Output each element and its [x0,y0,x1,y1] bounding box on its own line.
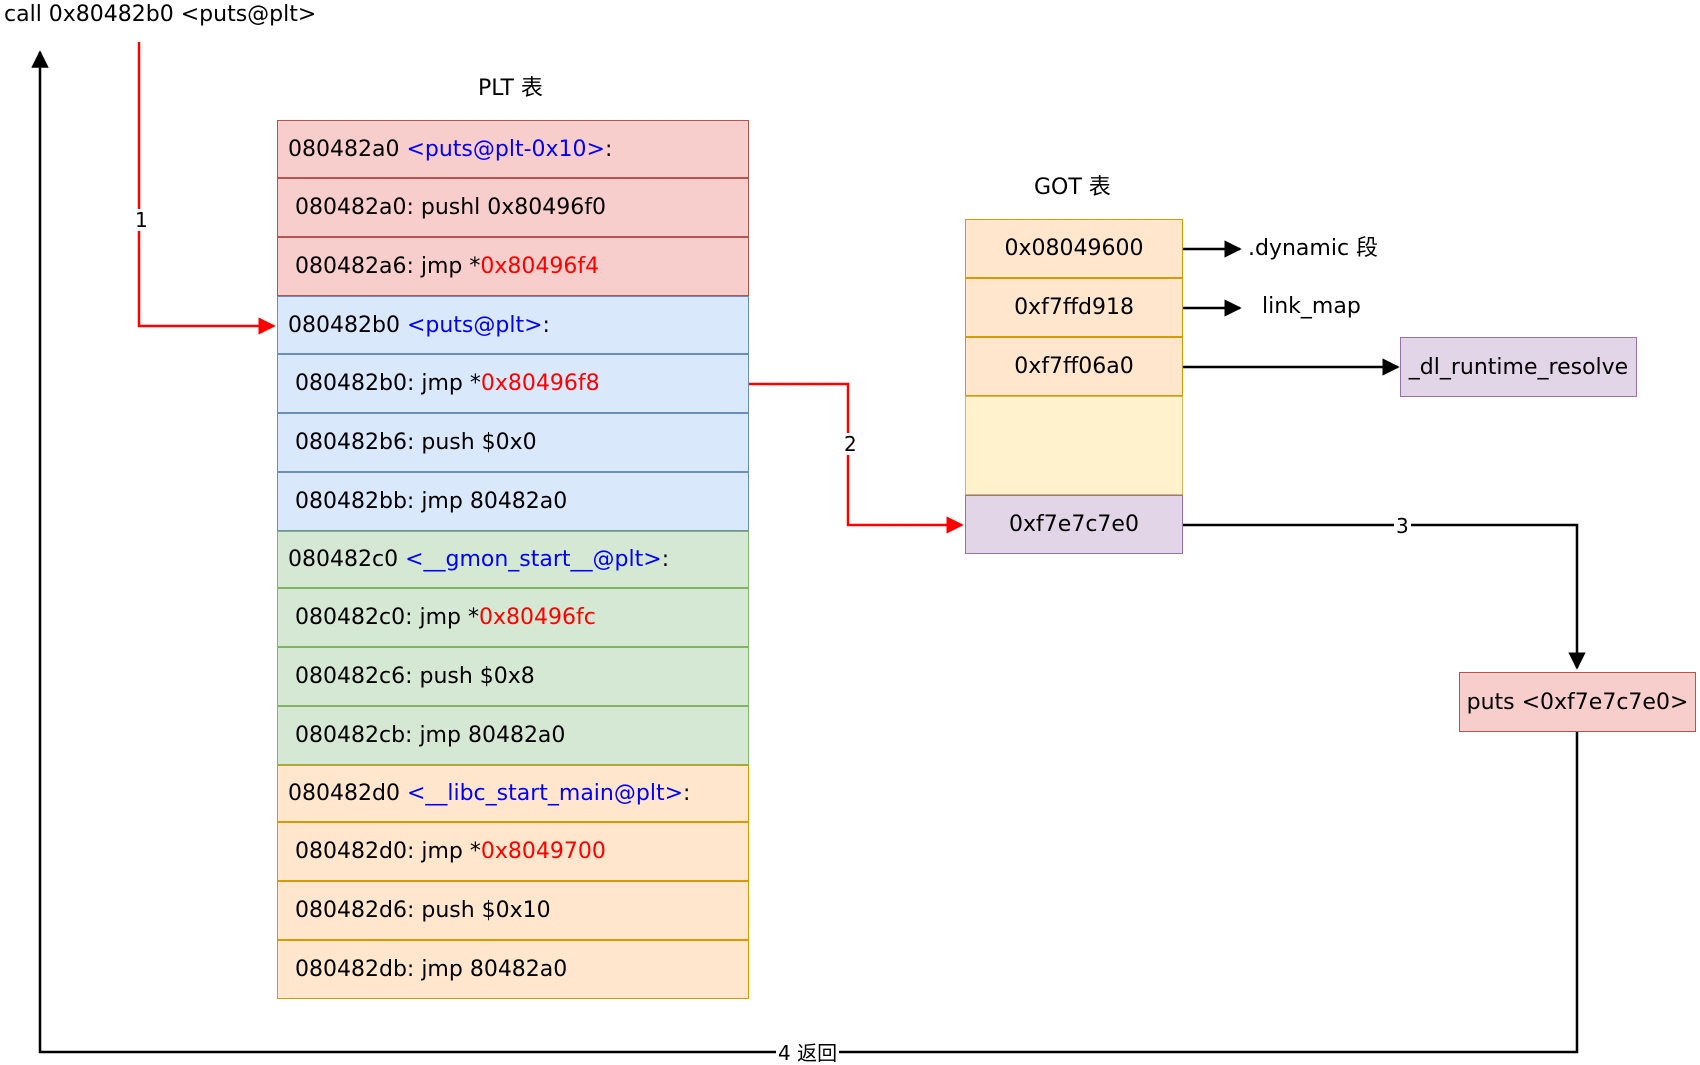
plt-row: 080482c0 <__gmon_start__@plt>: [277,531,749,588]
plt-row-text: 080482b6: push $0x0 [295,430,537,455]
plt-row: 080482a0 <puts@plt-0x10>: [277,120,749,178]
plt-row-text: 080482c6: push $0x8 [295,664,535,689]
plt-row-text: 080482d6: push $0x10 [295,898,551,923]
edge-3-got-to-puts [1183,523,1586,670]
plt-row: 080482b0: jmp *0x80496f8 [277,354,749,413]
plt-row-suffix: : [683,781,691,806]
dynamic-section-label: .dynamic 段 [1248,236,1379,261]
got-entry: 0xf7ff06a0 [965,337,1183,396]
plt-row-text: 080482a6: jmp * [295,254,481,279]
call-label: call 0x80482b0 <puts@plt> [4,2,317,27]
plt-title: PLT 表 [478,76,543,101]
dl-runtime-resolve-box: _dl_runtime_resolve [1400,337,1637,397]
plt-row: 080482d0 <__libc_start_main@plt>: [277,765,749,822]
edge-3-label: 3 [1394,514,1411,538]
plt-row-suffix: : [542,312,550,338]
got-entry-empty [965,396,1183,495]
plt-row-suffix: : [661,547,670,572]
got-title: GOT 表 [1034,175,1111,200]
got-entry-value: 0xf7ff06a0 [1014,354,1134,379]
plt-row: 080482cb: jmp 80482a0 [277,706,749,765]
plt-row-suffix: : [604,136,613,162]
got-entry: 0x08049600 [965,219,1183,278]
plt-symbol: <puts@plt-0x10> [406,136,605,162]
plt-row: 080482bb: jmp 80482a0 [277,472,749,531]
plt-row-text: 080482c0: jmp * [295,605,479,630]
dl-runtime-resolve-label: _dl_runtime_resolve [1408,354,1629,380]
edge-4-return [31,50,1579,1054]
puts-function-box: puts <0xf7e7c7e0> [1459,672,1696,732]
plt-got-address: 0x80496fc [478,605,596,630]
plt-row-text: 080482c0 [288,547,406,572]
plt-got-address: 0x80496f4 [480,254,600,279]
plt-row: 080482a0: pushl 0x80496f0 [277,178,749,237]
plt-row-text: 080482db: jmp 80482a0 [295,957,568,982]
plt-row-text: 080482b0 [288,312,407,338]
plt-got-address: 0x8049700 [480,839,606,864]
got-entry-value: 0xf7e7c7e0 [1009,512,1139,537]
plt-row-text: 080482a0: pushl 0x80496f0 [295,195,607,220]
plt-row-text: 080482cb: jmp 80482a0 [295,723,566,748]
plt-symbol: <__libc_start_main@plt> [406,781,684,806]
edge-4-label: 4 返回 [776,1041,840,1065]
plt-got-address: 0x80496f8 [480,371,600,396]
plt-symbol: <__gmon_start__@plt> [405,547,662,572]
plt-row: 080482d0: jmp *0x8049700 [277,822,749,881]
plt-row-text: 080482a0 [288,136,407,162]
plt-row-text: 080482d0 [288,781,407,806]
plt-row: 080482b0 <puts@plt>: [277,296,749,354]
edge-1-label: 1 [133,208,150,232]
plt-row-text: 080482d0: jmp * [295,839,481,864]
link-map-label: link_map [1262,294,1361,319]
plt-row: 080482b6: push $0x0 [277,413,749,472]
plt-row: 080482c6: push $0x8 [277,647,749,706]
plt-row: 080482db: jmp 80482a0 [277,940,749,999]
plt-row-text: 080482b0: jmp * [295,371,481,396]
plt-row: 080482c0: jmp *0x80496fc [277,588,749,647]
edge-2-label: 2 [842,432,859,456]
puts-function-label: puts <0xf7e7c7e0> [1466,689,1689,715]
plt-row-text: 080482bb: jmp 80482a0 [295,489,568,514]
plt-symbol: <puts@plt> [406,312,543,338]
plt-row: 080482d6: push $0x10 [277,881,749,940]
plt-row: 080482a6: jmp *0x80496f4 [277,237,749,296]
edge-1-call-to-plt [137,42,276,335]
got-entry-value: 0x08049600 [1004,236,1144,261]
got-entry: 0xf7ffd918 [965,278,1183,337]
got-entry-puts: 0xf7e7c7e0 [965,495,1183,554]
got-entry-value: 0xf7ffd918 [1014,295,1134,320]
